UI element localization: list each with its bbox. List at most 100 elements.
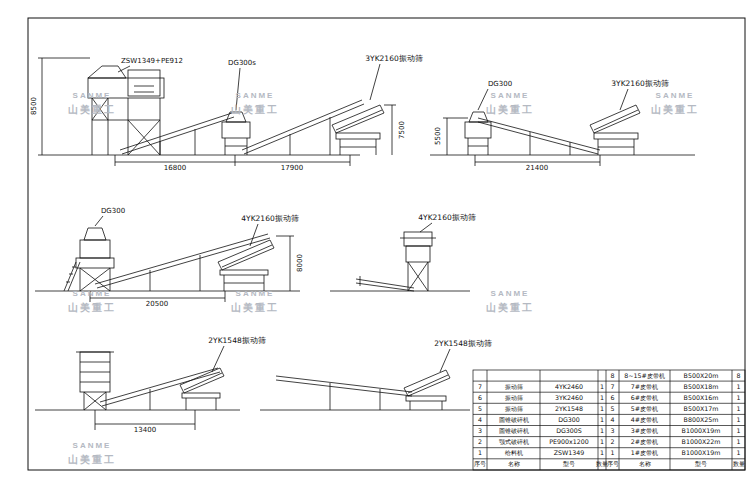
equipment-label: ZSW1349+PE912 xyxy=(121,58,183,65)
dimension-label: 17900 xyxy=(280,165,304,172)
table-cell: 1 xyxy=(478,450,482,456)
watermark: 山美重工 xyxy=(68,105,116,115)
table-cell: 1 xyxy=(736,395,740,401)
table-cell: 数量 xyxy=(733,461,745,467)
table-cell: 1 xyxy=(600,417,604,423)
table-cell: 振动筛 xyxy=(505,395,523,401)
table-cell: 振动筛 xyxy=(505,384,523,390)
dimension-label: 8000 xyxy=(297,253,304,273)
equipment-label: 3YK2160振动筛 xyxy=(611,80,668,88)
table-cell: 名称 xyxy=(639,461,651,467)
equipment-label: DG300 xyxy=(488,81,512,88)
table-cell: B500X20m xyxy=(684,372,719,378)
table-cell: 4YK2460 xyxy=(555,384,583,390)
watermark: 山美重工 xyxy=(68,303,116,313)
dimension-label: 7500 xyxy=(399,120,406,140)
table-cell: 3YK2460 xyxy=(555,395,583,401)
table-cell: 2#皮带机 xyxy=(631,439,658,445)
table-cell: 圆锥破碎机 xyxy=(499,428,529,434)
table-cell: 8 xyxy=(736,372,740,378)
table-cell: 5 xyxy=(478,406,482,412)
dimension-label: 21400 xyxy=(525,165,549,172)
table-cell: 3 xyxy=(478,428,482,434)
table-cell: 6 xyxy=(478,395,482,401)
table-cell: 7#皮带机 xyxy=(631,384,658,390)
table-cell: 1 xyxy=(736,406,740,412)
table-cell: 6#皮带机 xyxy=(631,395,658,401)
table-cell: 4 xyxy=(610,417,614,423)
table-cell: B1000X22m xyxy=(682,439,721,445)
table-cell: 振动筛 xyxy=(505,406,523,412)
equipment-label: 4YK2160振动筛 xyxy=(418,214,475,222)
dimension-label: 5500 xyxy=(435,126,442,146)
watermark: 山美重工 xyxy=(68,455,116,465)
table-cell: B800X25m xyxy=(684,417,719,423)
watermark: SANME xyxy=(236,290,275,298)
watermark: SANME xyxy=(491,92,530,100)
watermark: SANME xyxy=(656,92,695,100)
table-cell: 颚式破碎机 xyxy=(499,439,529,445)
table-cell: 给料机 xyxy=(505,450,523,456)
table-cell: ZSW1349 xyxy=(554,450,585,456)
dimension-label: 16800 xyxy=(163,165,187,172)
equipment-label: 2YK1548振动筛 xyxy=(208,337,265,345)
table-cell: 4#皮带机 xyxy=(631,417,658,423)
table-cell: PE900x1200 xyxy=(549,439,589,445)
table-cell: 1 xyxy=(736,439,740,445)
table-cell: 名称 xyxy=(508,461,520,467)
table-cell: 1 xyxy=(600,395,604,401)
table-cell: 1 xyxy=(600,406,604,412)
dimension-label: 13400 xyxy=(133,427,157,434)
equipment-label: 3YK2160振动筛 xyxy=(365,55,422,63)
table-cell: 1#皮带机 xyxy=(631,450,658,456)
table-cell: 2 xyxy=(478,439,482,445)
table-cell: 1 xyxy=(610,450,614,456)
equipment-label: DG300 xyxy=(101,208,125,215)
table-cell: 型号 xyxy=(695,461,707,467)
table-cell: 1 xyxy=(600,439,604,445)
watermark: SANME xyxy=(73,290,112,298)
table-cell: 1 xyxy=(736,450,740,456)
table-cell: 2 xyxy=(610,439,614,445)
equipment-label: DG300s xyxy=(228,60,256,67)
table-cell: 7 xyxy=(610,384,614,390)
table-cell: 1 xyxy=(600,428,604,434)
table-cell: 7 xyxy=(478,384,482,390)
table-cell: 数量 xyxy=(596,461,608,467)
watermark: SANME xyxy=(73,92,112,100)
table-cell: 5#皮带机 xyxy=(631,406,658,412)
table-cell: DG300 xyxy=(558,417,580,423)
table-cell: B500X17m xyxy=(684,406,719,412)
table-cell: 4 xyxy=(478,417,482,423)
table-cell: 8 xyxy=(610,372,614,378)
dimension-label: 8500 xyxy=(31,96,38,116)
table-cell: 2YK1548 xyxy=(555,406,583,412)
table-cell: B1000X19m xyxy=(682,450,721,456)
table-cell: 型号 xyxy=(563,461,575,467)
equipment-label: 4YK2160振动筛 xyxy=(241,215,298,223)
watermark: 山美重工 xyxy=(486,303,534,313)
table-cell: B500X16m xyxy=(684,395,719,401)
watermark: SANME xyxy=(491,290,530,298)
table-cell: 8~15#皮带机 xyxy=(624,372,665,378)
watermark: 山美重工 xyxy=(231,303,279,313)
table-cell: 6 xyxy=(610,395,614,401)
watermark: 山美重工 xyxy=(486,105,534,115)
table-cell: 1 xyxy=(736,384,740,390)
table-cell: DG300S xyxy=(556,428,582,434)
watermark: SANME xyxy=(236,92,275,100)
table-cell: 1 xyxy=(736,417,740,423)
table-cell: B1000X19m xyxy=(682,428,721,434)
table-cell: 1 xyxy=(600,450,604,456)
table-cell: 序号 xyxy=(607,461,619,467)
dimension-label: 20500 xyxy=(145,301,169,308)
watermark: 山美重工 xyxy=(231,105,279,115)
table-cell: 3 xyxy=(610,428,614,434)
table-cell: B500X18m xyxy=(684,384,719,390)
table-cell: 1 xyxy=(736,428,740,434)
table-cell: 序号 xyxy=(474,461,486,467)
table-cell: 1 xyxy=(600,384,604,390)
table-cell: 3#皮带机 xyxy=(631,428,658,434)
watermark: 山美重工 xyxy=(651,105,699,115)
table-cell: 圆锥破碎机 xyxy=(499,417,529,423)
